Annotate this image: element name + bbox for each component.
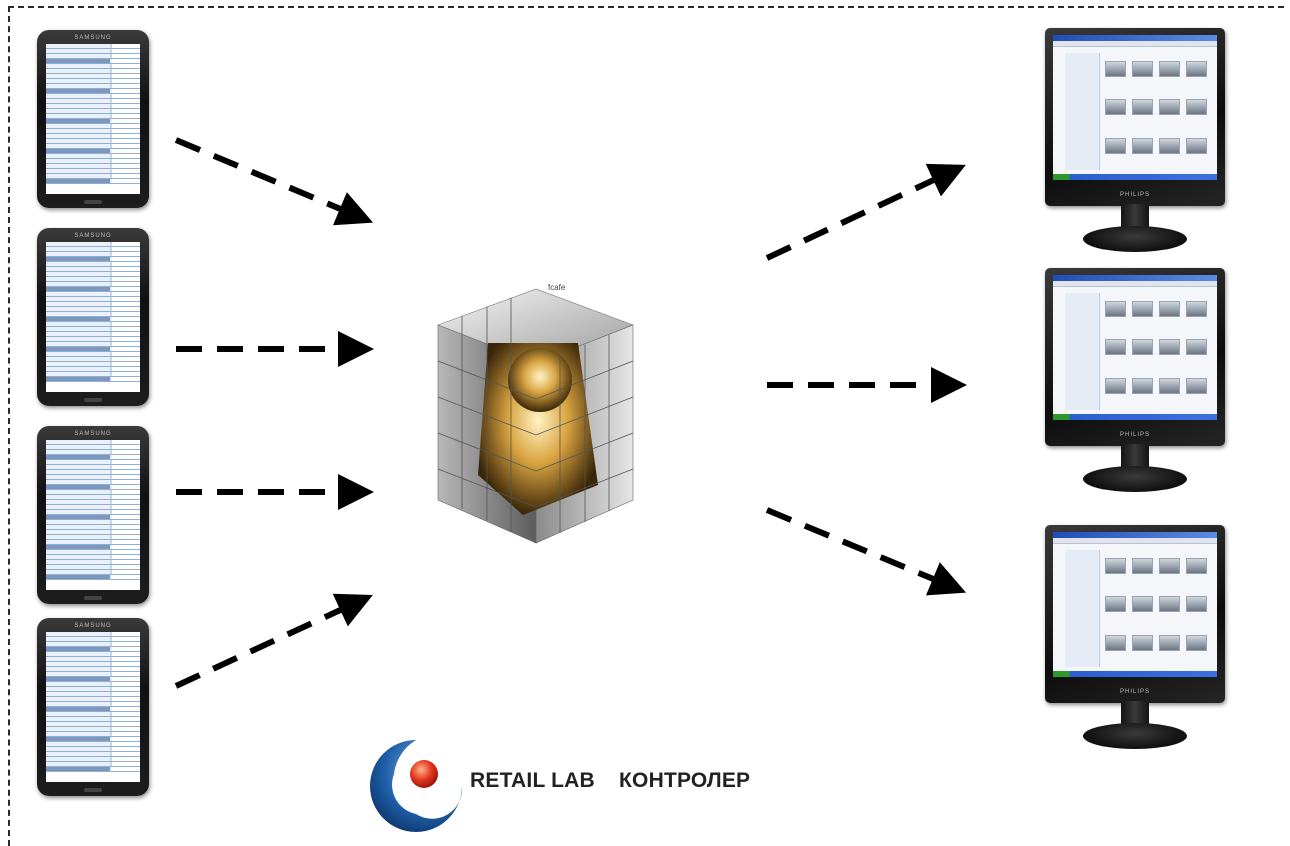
arrow-cube-to-monitor3 [767, 510, 955, 588]
logo-text-product: КОНТРОЛЕР [619, 769, 750, 792]
logo-text-brand: RETAIL LAB [470, 769, 595, 792]
arrow-tablet1-to-cube [176, 140, 362, 218]
arrow-tablet4-to-cube [176, 600, 362, 686]
arrow-cube-to-monitor1 [767, 170, 955, 258]
retail-lab-logo-icon [366, 736, 466, 832]
logo-text: RETAIL LAB КОНТРОЛЕР [470, 769, 750, 793]
